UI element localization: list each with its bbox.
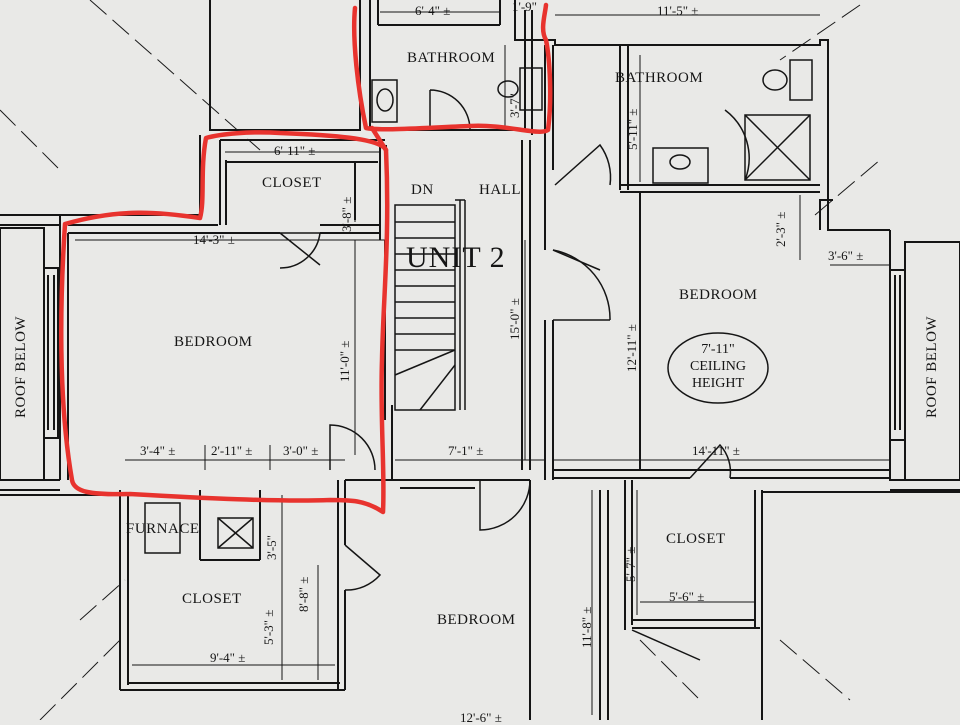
room-label-bedroom-right: BEDROOM bbox=[679, 287, 758, 303]
dim-top-11-5: 11'-5" ± bbox=[657, 3, 699, 18]
unit-title: UNIT 2 bbox=[406, 241, 506, 274]
exterior-walls bbox=[0, 0, 960, 491]
fixtures bbox=[144, 59, 813, 554]
dim-closet-5-6: 5'-6" ± bbox=[669, 589, 705, 604]
room-label-furnace: FURNACE bbox=[126, 521, 200, 537]
room-label-closet-bottom-right: CLOSET bbox=[666, 531, 726, 547]
door-swings bbox=[279, 89, 732, 661]
dim-closet-9-4: 9'-4" ± bbox=[210, 650, 246, 665]
dim-bath-3-7: 3'-7" bbox=[507, 93, 522, 118]
dim-closet-3-8: 3'-8" ± bbox=[339, 196, 354, 232]
dim-right-2-3: 2'-3" ± bbox=[773, 211, 788, 247]
dim-bot-3-4: 3'-4" ± bbox=[140, 443, 176, 458]
markup-bathroom-outline bbox=[351, 2, 553, 134]
ceiling-height-note: 7'-11" CEILING HEIGHT bbox=[676, 341, 760, 392]
dim-bed-14-11: 14'-11" ± bbox=[692, 443, 740, 458]
dim-bath-5-11: 5'-11" ± bbox=[625, 108, 640, 150]
ceiling-height-label-2: HEIGHT bbox=[691, 376, 745, 391]
dim-bot-2-11: 2'-11" ± bbox=[211, 443, 253, 458]
dim-top-6-4: 6'-4" ± bbox=[415, 3, 451, 18]
ceiling-height-value: 7'-11" bbox=[701, 342, 735, 357]
staircase bbox=[394, 199, 466, 411]
dim-closet-5-7: 5'-7" ± bbox=[623, 546, 638, 582]
dim-bed-11-0: 11'-0" ± bbox=[337, 340, 352, 382]
roof-diagonals bbox=[0, 0, 881, 720]
dim-furn-3-5: 3'-5" bbox=[264, 535, 279, 560]
dim-bottom-12-6: 12'-6" ± bbox=[460, 710, 502, 725]
room-label-bedroom-left: BEDROOM bbox=[174, 334, 253, 350]
dim-right-3-6: 3'-6" ± bbox=[828, 248, 864, 263]
dim-bot-3-0: 3'-0" ± bbox=[283, 443, 319, 458]
dimension-lines bbox=[75, 11, 890, 715]
room-label-hall: HALL bbox=[479, 182, 521, 198]
room-label-roof-below-left: ROOF BELOW bbox=[13, 315, 29, 418]
dim-hall-7-1: 7'-1" ± bbox=[448, 443, 484, 458]
room-label-closet-top: CLOSET bbox=[262, 175, 322, 191]
dim-bed-11-8: 11'-8" ± bbox=[579, 606, 594, 648]
dim-closet-6-11: 6'-11" ± bbox=[274, 143, 316, 158]
dim-bed-12-11: 12'-11" ± bbox=[624, 324, 639, 372]
room-label-dn: DN bbox=[411, 182, 434, 198]
dim-top-1-9: 1'-9" bbox=[512, 0, 537, 14]
room-label-closet-bottom-left: CLOSET bbox=[182, 591, 242, 607]
room-label-bedroom-bottom: BEDROOM bbox=[437, 612, 516, 628]
room-label-bathroom-right: BATHROOM bbox=[615, 70, 704, 86]
dim-bed-14-3: 14'-3" ± bbox=[193, 232, 235, 247]
dim-closet-5-3: 5'-3" ± bbox=[261, 609, 276, 645]
room-label-bathroom-left: BATHROOM bbox=[407, 50, 496, 66]
red-markup bbox=[59, 2, 553, 515]
ceiling-height-label-1: CEILING bbox=[690, 359, 746, 374]
room-label-roof-below-right: ROOF BELOW bbox=[924, 315, 940, 418]
dim-hall-15-0: 15'-0" ± bbox=[507, 298, 522, 340]
dim-closet-8-8: 8'-8" ± bbox=[296, 576, 311, 612]
roof-below-bays bbox=[0, 227, 960, 481]
